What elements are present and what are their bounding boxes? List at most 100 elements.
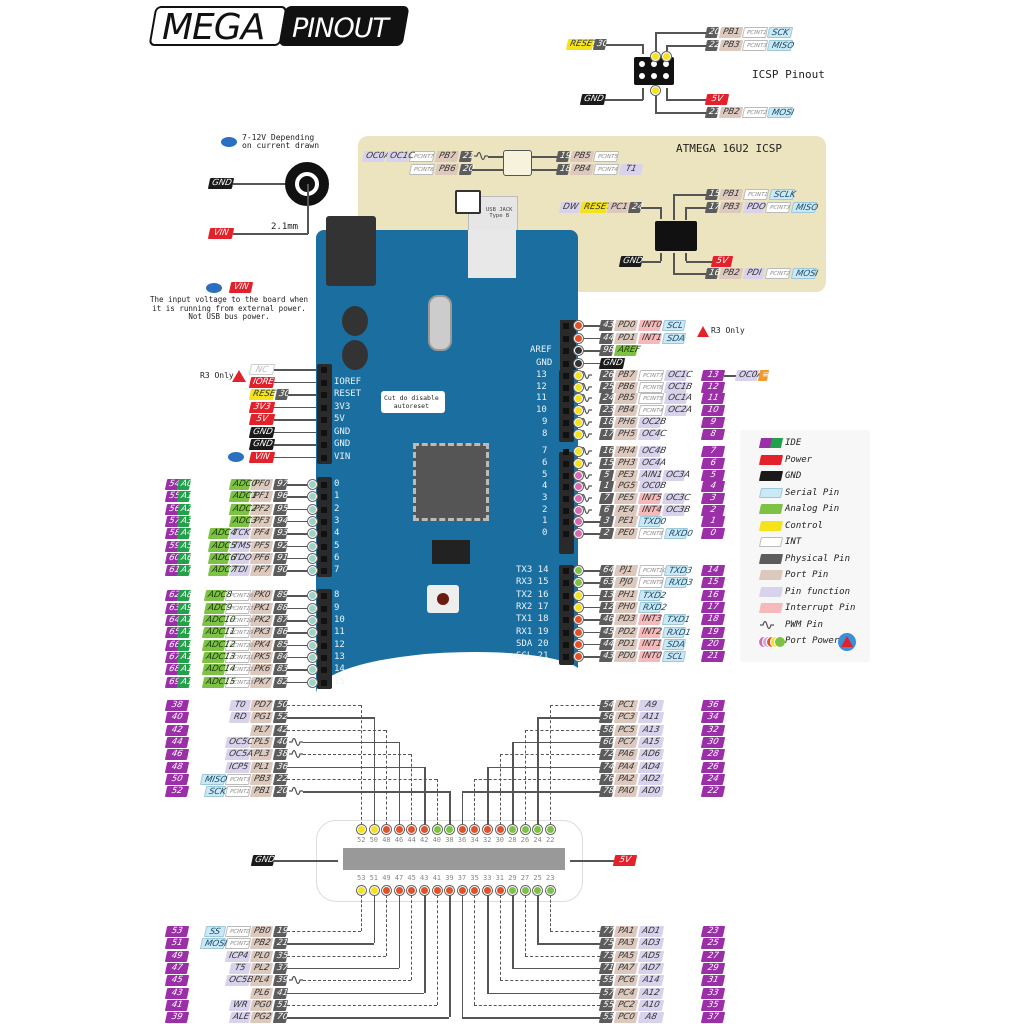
header-pin bbox=[321, 679, 327, 686]
digital-pin-dot bbox=[574, 321, 583, 330]
eye-icon bbox=[206, 283, 222, 293]
dh-bottom-number: 29 bbox=[508, 874, 517, 882]
header-pin bbox=[321, 605, 327, 612]
icsp-phys: 22 bbox=[704, 40, 721, 51]
wire bbox=[530, 169, 557, 171]
bottom-port: PG0 bbox=[249, 999, 274, 1011]
dc-jack bbox=[326, 216, 376, 286]
header-pin bbox=[321, 667, 327, 674]
wire bbox=[373, 717, 376, 825]
dh-bottom-number: 33 bbox=[483, 874, 492, 882]
analog-port: PF7 bbox=[249, 565, 274, 577]
dh-top-pin-dot bbox=[432, 825, 442, 834]
digital-ide: 15 bbox=[700, 577, 726, 589]
power-pin-label: NC bbox=[248, 364, 276, 375]
main-chip bbox=[413, 443, 489, 521]
bottom-phys: 76 bbox=[598, 773, 615, 785]
analog-fn: ADC3 bbox=[228, 515, 258, 527]
dh-bottom-pin-dot bbox=[546, 886, 555, 895]
r3-only-right: R3 Only bbox=[711, 326, 745, 335]
bottom-fn: RD bbox=[228, 712, 252, 724]
header-pin bbox=[563, 592, 569, 599]
wire bbox=[578, 631, 600, 633]
wire bbox=[287, 992, 424, 994]
wire bbox=[488, 156, 504, 158]
u2-icsp-phys: 15 bbox=[704, 189, 721, 200]
bottom-fn: AD5 bbox=[637, 950, 665, 962]
digital-phys: 13 bbox=[598, 589, 615, 601]
digital-port: PE5 bbox=[613, 493, 639, 504]
bottom-ide: 52 bbox=[164, 786, 190, 798]
digital-ide: 10 bbox=[700, 405, 726, 417]
dh-top-number: 42 bbox=[420, 836, 429, 844]
analog-pin-dot bbox=[308, 677, 317, 687]
bottom-fn: A9 bbox=[637, 700, 665, 711]
bottom-port: PG2 bbox=[249, 1012, 274, 1024]
digital-pin-dot bbox=[574, 505, 583, 515]
bottom-phys: 20 bbox=[272, 786, 289, 798]
analog-pin-dot bbox=[308, 665, 317, 675]
wire bbox=[287, 1017, 450, 1019]
legend-swatch bbox=[758, 520, 784, 531]
digital-port: PH3 bbox=[613, 457, 639, 469]
legend-swatch bbox=[758, 438, 784, 448]
board-digital-number: 0 bbox=[542, 528, 548, 539]
bottom-phys: 54 bbox=[598, 700, 615, 711]
bottom-phys: 19 bbox=[272, 926, 289, 937]
header-pin bbox=[563, 449, 569, 456]
digital-port: PD2 bbox=[613, 626, 639, 638]
u2-phys: 18 bbox=[555, 164, 572, 175]
bottom-port: PC0 bbox=[613, 1012, 639, 1024]
icsp-caption: ICSP Pinout bbox=[752, 68, 825, 81]
bottom-port: PC7 bbox=[613, 736, 639, 748]
wire bbox=[449, 791, 451, 825]
digital-port: PJ1 bbox=[613, 565, 639, 576]
analog-fn: ADC7 bbox=[207, 565, 237, 577]
bottom-phys: 42 bbox=[272, 724, 289, 736]
pwm-icon bbox=[474, 151, 488, 161]
bottom-int: PCINT3 bbox=[224, 773, 252, 785]
wire bbox=[578, 533, 600, 535]
board-digital-number: 11 bbox=[536, 393, 547, 404]
dh-bottom-pin-dot bbox=[457, 886, 467, 895]
bottom-ide: 22 bbox=[700, 786, 726, 798]
wire bbox=[288, 394, 316, 396]
legend-label: Physical Pin bbox=[785, 553, 851, 564]
power-pin-label: VIN bbox=[248, 451, 276, 463]
wire bbox=[578, 350, 600, 352]
u2-icsp-ser: MOSI bbox=[790, 268, 819, 279]
wire bbox=[578, 656, 600, 658]
bottom-ide: 46 bbox=[164, 749, 190, 761]
dh-top-number: 36 bbox=[457, 836, 467, 844]
analog-pin-dot bbox=[308, 516, 317, 526]
legend-swatch bbox=[758, 570, 784, 580]
icsp-pin-sck bbox=[651, 52, 660, 61]
bottom-ide: 47 bbox=[164, 962, 190, 974]
digital-ide: 2 bbox=[700, 504, 726, 516]
wire bbox=[524, 729, 600, 731]
board-analog-number: 5 bbox=[334, 540, 340, 551]
analog-pin-dot bbox=[308, 492, 317, 502]
dh-bottom-number: 51 bbox=[369, 874, 379, 882]
bottom-fn: A13 bbox=[637, 724, 665, 736]
analog-port: PF4 bbox=[249, 528, 274, 540]
digital-pin-dot bbox=[574, 429, 583, 439]
dh-top-number: 34 bbox=[470, 836, 479, 844]
digital-fn: RXD3 bbox=[663, 577, 694, 589]
bottom-ide: 44 bbox=[164, 736, 190, 748]
wire bbox=[685, 253, 687, 261]
wire bbox=[666, 45, 668, 54]
header-pin bbox=[321, 593, 327, 600]
pwm-icon bbox=[289, 737, 303, 747]
wire bbox=[287, 705, 361, 706]
dh-bottom-number: 39 bbox=[445, 874, 454, 882]
wire bbox=[550, 895, 551, 931]
digital-port: PD0 bbox=[613, 651, 639, 663]
digital-phys: 6 bbox=[598, 504, 615, 516]
wire bbox=[461, 895, 464, 1018]
digital-port: PH0 bbox=[613, 601, 639, 613]
eye-icon bbox=[221, 137, 237, 147]
analog-pin-dot bbox=[308, 553, 317, 563]
legend-swatch bbox=[758, 603, 784, 613]
dh-top-number: 50 bbox=[369, 836, 379, 844]
